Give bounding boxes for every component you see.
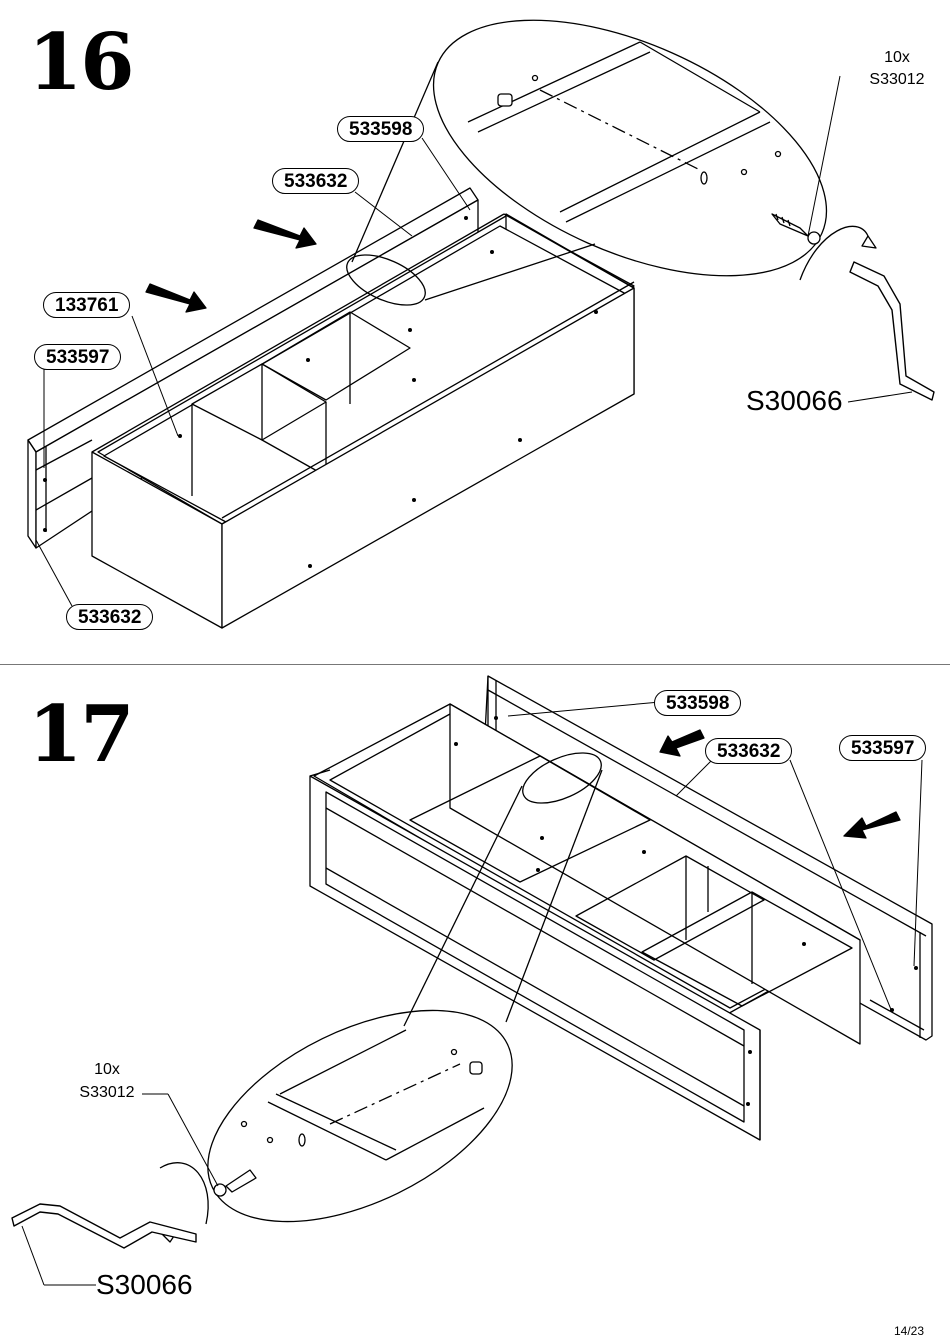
step16-push-arrows <box>145 219 317 313</box>
page-number: 14/23 <box>893 1324 924 1338</box>
step16-leaders <box>35 75 913 607</box>
step16-hex-key <box>849 261 935 401</box>
step17-detail-callout <box>159 752 603 1243</box>
step17-push-arrows <box>659 729 901 839</box>
hardware-dots <box>43 216 918 1106</box>
part-label-533597: 533597 <box>34 344 122 370</box>
step16-detail-callout <box>346 19 877 306</box>
part-label-133761: 133761 <box>43 292 131 318</box>
part-label-533632: 533632 <box>705 738 793 764</box>
fastener-quantity: 10x <box>884 49 910 66</box>
step-16-number: 16 <box>28 17 135 108</box>
tool-label: S30066 <box>746 385 843 416</box>
part-label-533632: 533632 <box>272 168 360 194</box>
part-label-533597: 533597 <box>839 735 927 761</box>
step17-screw <box>213 1169 257 1197</box>
part-label-533598: 533598 <box>654 690 742 716</box>
step-divider <box>0 664 950 665</box>
step16-cabinet-body <box>91 213 635 629</box>
step16-screw <box>771 213 821 245</box>
step17-hex-key <box>11 1203 197 1249</box>
part-label-533598: 533598 <box>337 116 425 142</box>
fastener-quantity: 10x <box>94 1061 120 1078</box>
step17-leaders <box>21 701 923 1286</box>
fastener-code: S33012 <box>79 1084 135 1101</box>
fastener-code: S33012 <box>869 71 925 88</box>
part-label-533632-bottom: 533632 <box>66 604 154 630</box>
step-17-number: 17 <box>28 689 135 780</box>
step17-cabinet-body <box>309 703 861 1141</box>
tool-label: S30066 <box>96 1269 193 1300</box>
